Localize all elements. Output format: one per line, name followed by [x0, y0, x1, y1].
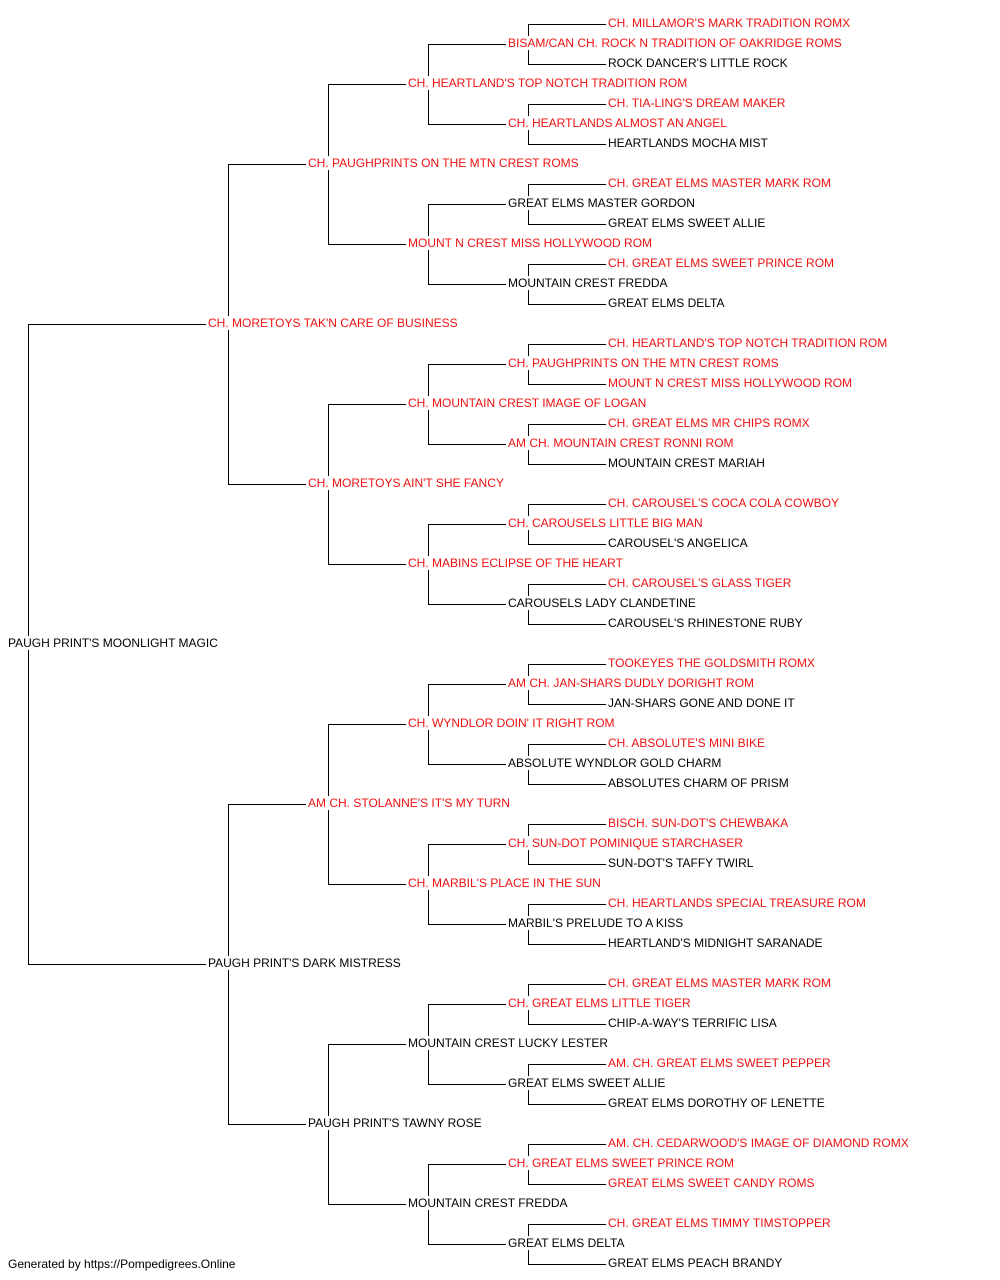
generation-5-ancestor-dog: AM. CH. CEDARWOOD'S IMAGE OF DIAMOND ROM… — [608, 1136, 911, 1150]
great-grandparent-dog: CH. MABINS ECLIPSE OF THE HEART — [408, 556, 625, 570]
generation-5-ancestor-dog: BISCH. SUN-DOT'S CHEWBAKA — [608, 816, 791, 830]
generation-5-ancestor-dog: TOOKEYES THE GOLDSMITH ROMX — [608, 656, 817, 670]
generation-5-ancestor-dog: CH. HEARTLAND'S TOP NOTCH TRADITION ROM — [608, 336, 890, 350]
generation-5-ancestor-dog: SUN-DOT'S TAFFY TWIRL — [608, 856, 756, 870]
generation-5-ancestor-dog: AM. CH. GREAT ELMS SWEET PEPPER — [608, 1056, 833, 1070]
generation-5-ancestor-dog: MOUNTAIN CREST MARIAH — [608, 456, 767, 470]
generation-5-ancestor-dog: ROCK DANCER'S LITTLE ROCK — [608, 56, 790, 70]
great-grandparent-dog: MOUNT N CREST MISS HOLLYWOOD ROM — [408, 236, 655, 250]
generation-5-ancestor-dog: CH. GREAT ELMS MASTER MARK ROM — [608, 976, 833, 990]
great-great-grandparent-dog: CH. SUN-DOT POMINIQUE STARCHASER — [508, 836, 745, 850]
generation-5-ancestor-dog: CH. CAROUSEL'S GLASS TIGER — [608, 576, 794, 590]
generation-5-ancestor-dog: HEARTLANDS MOCHA MIST — [608, 136, 770, 150]
generated-by-footer: Generated by https://Pompedigrees.Online — [8, 1257, 236, 1271]
great-grandparent-dog: MOUNTAIN CREST LUCKY LESTER — [408, 1036, 611, 1050]
generation-5-ancestor-dog: CH. GREAT ELMS TIMMY TIMSTOPPER — [608, 1216, 833, 1230]
great-great-grandparent-dog: ABSOLUTE WYNDLOR GOLD CHARM — [508, 756, 724, 770]
generation-5-ancestor-dog: HEARTLAND'S MIDNIGHT SARANADE — [608, 936, 825, 950]
great-great-grandparent-dog: CH. HEARTLANDS ALMOST AN ANGEL — [508, 116, 729, 130]
great-great-grandparent-dog: GREAT ELMS SWEET ALLIE — [508, 1076, 668, 1090]
sire-dog: CH. MORETOYS TAK'N CARE OF BUSINESS — [208, 316, 460, 330]
great-great-grandparent-dog: CH. CAROUSELS LITTLE BIG MAN — [508, 516, 705, 530]
generation-5-ancestor-dog: CH. GREAT ELMS MR CHIPS ROMX — [608, 416, 812, 430]
great-grandparent-dog: CH. WYNDLOR DOIN' IT RIGHT ROM — [408, 716, 617, 730]
generation-5-ancestor-dog: GREAT ELMS DELTA — [608, 296, 727, 310]
generation-5-ancestor-dog: GREAT ELMS SWEET CANDY ROMS — [608, 1176, 817, 1190]
generation-5-ancestor-dog: GREAT ELMS PEACH BRANDY — [608, 1256, 785, 1270]
grandparent-dog: CH. MORETOYS AIN'T SHE FANCY — [308, 476, 506, 490]
great-great-grandparent-dog: GREAT ELMS DELTA — [508, 1236, 627, 1250]
great-great-grandparent-dog: CAROUSELS LADY CLANDETINE — [508, 596, 698, 610]
grandparent-dog: PAUGH PRINT'S TAWNY ROSE — [308, 1116, 484, 1130]
great-great-grandparent-dog: BISAM/CAN CH. ROCK N TRADITION OF OAKRID… — [508, 36, 844, 50]
grandparent-dog: AM CH. STOLANNE'S IT'S MY TURN — [308, 796, 512, 810]
great-grandparent-dog: CH. HEARTLAND'S TOP NOTCH TRADITION ROM — [408, 76, 690, 90]
great-grandparent-dog: CH. MOUNTAIN CREST IMAGE OF LOGAN — [408, 396, 649, 410]
great-great-grandparent-dog: AM CH. JAN-SHARS DUDLY DORIGHT ROM — [508, 676, 757, 690]
generation-5-ancestor-dog: CAROUSEL'S ANGELICA — [608, 536, 750, 550]
great-grandparent-dog: CH. MARBIL'S PLACE IN THE SUN — [408, 876, 603, 890]
great-great-grandparent-dog: CH. PAUGHPRINTS ON THE MTN CREST ROMS — [508, 356, 781, 370]
generation-5-ancestor-dog: CAROUSEL'S RHINESTONE RUBY — [608, 616, 805, 630]
generation-5-ancestor-dog: ABSOLUTES CHARM OF PRISM — [608, 776, 791, 790]
generation-5-ancestor-dog: CH. GREAT ELMS SWEET PRINCE ROM — [608, 256, 837, 270]
generation-5-ancestor-dog: CH. CAROUSEL'S COCA COLA COWBOY — [608, 496, 842, 510]
great-great-grandparent-dog: CH. GREAT ELMS LITTLE TIGER — [508, 996, 693, 1010]
grandparent-dog: CH. PAUGHPRINTS ON THE MTN CREST ROMS — [308, 156, 581, 170]
generation-5-ancestor-dog: CH. HEARTLANDS SPECIAL TREASURE ROM — [608, 896, 868, 910]
generation-5-ancestor-dog: GREAT ELMS SWEET ALLIE — [608, 216, 768, 230]
generation-5-ancestor-dog: CH. GREAT ELMS MASTER MARK ROM — [608, 176, 833, 190]
dam-dog: PAUGH PRINT'S DARK MISTRESS — [208, 956, 403, 970]
great-great-grandparent-dog: CH. GREAT ELMS SWEET PRINCE ROM — [508, 1156, 737, 1170]
great-great-grandparent-dog: GREAT ELMS MASTER GORDON — [508, 196, 697, 210]
subject-dog: PAUGH PRINT'S MOONLIGHT MAGIC — [8, 636, 220, 650]
great-great-grandparent-dog: AM CH. MOUNTAIN CREST RONNI ROM — [508, 436, 736, 450]
great-great-grandparent-dog: MARBIL'S PRELUDE TO A KISS — [508, 916, 686, 930]
great-great-grandparent-dog: MOUNTAIN CREST FREDDA — [508, 276, 670, 290]
generation-5-ancestor-dog: CHIP-A-WAY'S TERRIFIC LISA — [608, 1016, 779, 1030]
great-grandparent-dog: MOUNTAIN CREST FREDDA — [408, 1196, 570, 1210]
generation-5-ancestor-dog: CH. ABSOLUTE'S MINI BIKE — [608, 736, 767, 750]
generation-5-ancestor-dog: JAN-SHARS GONE AND DONE IT — [608, 696, 797, 710]
generation-5-ancestor-dog: MOUNT N CREST MISS HOLLYWOOD ROM — [608, 376, 855, 390]
generation-5-ancestor-dog: GREAT ELMS DOROTHY OF LENETTE — [608, 1096, 827, 1110]
generation-5-ancestor-dog: CH. TIA-LING'S DREAM MAKER — [608, 96, 788, 110]
generation-5-ancestor-dog: CH. MILLAMOR'S MARK TRADITION ROMX — [608, 16, 853, 30]
